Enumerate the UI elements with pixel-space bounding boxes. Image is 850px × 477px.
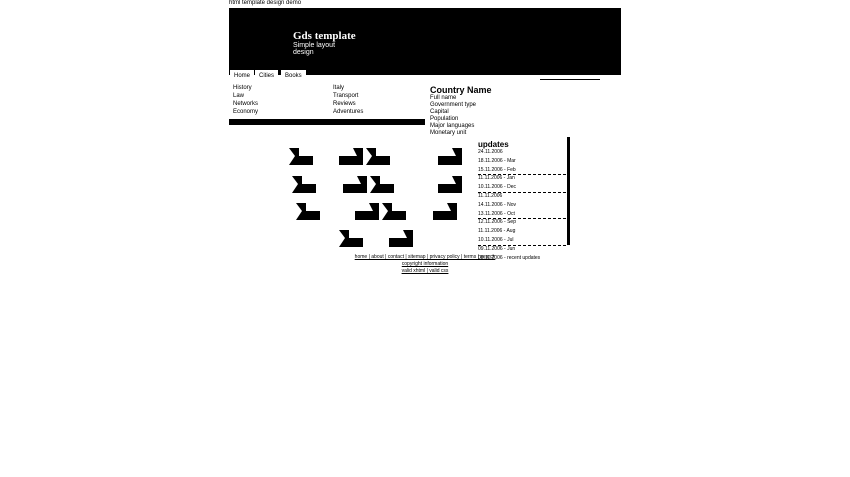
thumbnail-icon[interactable] xyxy=(366,148,390,165)
update-item[interactable]: 11.11.2006 - Aug xyxy=(478,228,516,235)
thumbnail-icon[interactable] xyxy=(355,203,379,220)
header: Gds template Simple layout design Home C… xyxy=(229,8,621,82)
thumbnail-icon[interactable] xyxy=(296,203,320,220)
tab-home[interactable]: Home xyxy=(230,70,255,82)
update-item[interactable]: 10.11.2006 - Jul xyxy=(478,237,566,246)
country-title: Country Name xyxy=(430,85,492,95)
country-line: Population xyxy=(430,116,459,122)
site-title: Gds template xyxy=(293,30,356,42)
right-list: Italy Transport Reviews Adventures xyxy=(333,84,363,116)
update-item[interactable]: 09.11.2006 - Jun xyxy=(478,245,516,252)
thumbnail-icon[interactable] xyxy=(438,148,462,165)
thumbnail-icon[interactable] xyxy=(438,176,462,193)
divider-bar xyxy=(229,119,425,125)
update-item[interactable]: 15.11.2006 - Feb xyxy=(478,167,566,176)
update-item[interactable]: 12.11.2006 - Sep xyxy=(478,219,516,226)
country-line: Major languages xyxy=(430,123,475,129)
list-link[interactable]: Transport xyxy=(333,93,359,99)
country-line: Government type xyxy=(430,102,477,108)
left-list: History Law Networks Economy xyxy=(233,84,258,116)
thumbnail-icon[interactable] xyxy=(433,203,457,220)
footer-links[interactable]: home | about | contact | sitemap | priva… xyxy=(354,254,496,260)
list-link[interactable]: Networks xyxy=(233,101,259,107)
tab-cities[interactable]: Cities xyxy=(255,70,279,82)
thumbnail-icon[interactable] xyxy=(343,176,367,193)
updates-title: updates xyxy=(478,140,509,149)
update-item[interactable]: 10.11.2006 - Dec xyxy=(478,184,566,193)
update-item[interactable]: 24.11.2006 xyxy=(478,149,503,155)
footer-valid[interactable]: valid xhtml | valid css xyxy=(401,268,449,274)
thumbnail-icon[interactable] xyxy=(339,230,363,247)
scrollbar[interactable] xyxy=(567,137,570,245)
thumbnail-icon[interactable] xyxy=(292,176,316,193)
country-info: Country Name Full name Government type C… xyxy=(430,85,492,137)
footer-copyright[interactable]: copyright information xyxy=(401,261,449,267)
list-link[interactable]: History xyxy=(233,85,252,91)
update-item[interactable]: 11.11.2006 xyxy=(478,192,503,199)
updates-panel: updates 24.11.2006 18.11.2006 - Mar 15.1… xyxy=(478,140,566,263)
update-item[interactable]: 18.11.2006 - Mar xyxy=(478,157,516,164)
list-link[interactable]: Reviews xyxy=(333,101,356,107)
footer: home | about | contact | sitemap | priva… xyxy=(330,254,520,275)
thumbnail-icon[interactable] xyxy=(339,148,363,165)
update-item[interactable]: 14.11.2006 - Nov xyxy=(478,201,516,208)
thumbnail-icon[interactable] xyxy=(289,148,313,165)
thumbnail-icon[interactable] xyxy=(389,230,413,247)
thumbnail-icon[interactable] xyxy=(382,203,406,220)
update-item[interactable]: 08.11.2006 - recent updates xyxy=(478,254,541,261)
list-link[interactable]: Italy xyxy=(333,85,345,91)
site-subtitle: Simple layout design xyxy=(293,42,336,56)
list-link[interactable]: Economy xyxy=(233,109,259,115)
update-item[interactable]: 13.11.2006 - Oct xyxy=(478,211,566,220)
country-line: Capital xyxy=(430,109,449,115)
country-line: Monetary unit xyxy=(430,130,467,136)
country-line: Full name xyxy=(430,95,457,101)
thumbnail-icon[interactable] xyxy=(370,176,394,193)
search-input[interactable] xyxy=(540,79,600,80)
top-text: html template design demo xyxy=(229,0,302,6)
tab-books[interactable]: Books xyxy=(281,70,306,82)
list-link[interactable]: Law xyxy=(233,93,245,99)
update-item[interactable]: 11.11.2006 - Jan xyxy=(478,175,515,182)
list-link[interactable]: Adventures xyxy=(333,109,364,115)
